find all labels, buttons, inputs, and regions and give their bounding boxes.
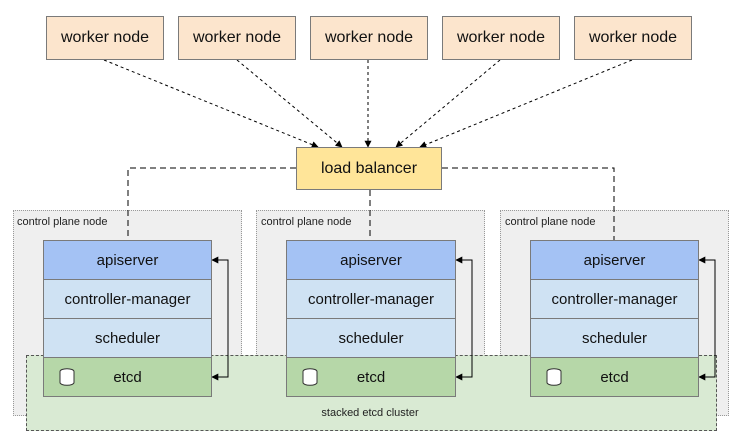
worker-node: worker node <box>310 16 428 60</box>
scheduler: scheduler <box>286 319 456 358</box>
etcd: etcd <box>286 358 456 397</box>
etcd-cluster-label: stacked etcd cluster <box>321 407 419 419</box>
apiserver: apiserver <box>286 240 456 280</box>
worker-node: worker node <box>178 16 296 60</box>
etcd: etcd <box>43 358 212 397</box>
database-icon <box>59 368 75 386</box>
worker-2-link <box>236 59 343 148</box>
worker-5-link <box>419 59 633 148</box>
load-balancer: load balancer <box>296 147 442 190</box>
control-plane-label: control plane node <box>505 216 596 228</box>
worker-node: worker node <box>574 16 692 60</box>
etcd-label: etcd <box>356 368 386 386</box>
database-icon <box>546 368 562 386</box>
scheduler: scheduler <box>43 319 212 358</box>
control-plane-stack-1: apiserver controller-manager scheduler e… <box>43 240 212 397</box>
etcd: etcd <box>530 358 699 397</box>
worker-4-link <box>395 59 501 148</box>
worker-1-link <box>103 59 319 148</box>
etcd-api-loop-1 <box>211 256 229 381</box>
etcd-api-loop-3 <box>698 256 716 381</box>
control-plane-stack-3: apiserver controller-manager scheduler e… <box>530 240 699 397</box>
control-plane-stack-2: apiserver controller-manager scheduler e… <box>286 240 456 397</box>
scheduler: scheduler <box>530 319 699 358</box>
lb-to-apiserver-1 <box>127 167 296 240</box>
control-plane-label: control plane node <box>261 216 352 228</box>
controller-manager: controller-manager <box>286 280 456 319</box>
worker-node: worker node <box>442 16 560 60</box>
apiserver: apiserver <box>43 240 212 280</box>
control-plane-label: control plane node <box>17 216 108 228</box>
worker-node: worker node <box>46 16 164 60</box>
etcd-label: etcd <box>600 368 629 386</box>
etcd-label: etcd <box>113 368 142 386</box>
lb-to-apiserver-3 <box>442 167 615 240</box>
database-icon <box>302 368 318 386</box>
controller-manager: controller-manager <box>530 280 699 319</box>
controller-manager: controller-manager <box>43 280 212 319</box>
etcd-api-loop-2 <box>455 256 473 381</box>
apiserver: apiserver <box>530 240 699 280</box>
